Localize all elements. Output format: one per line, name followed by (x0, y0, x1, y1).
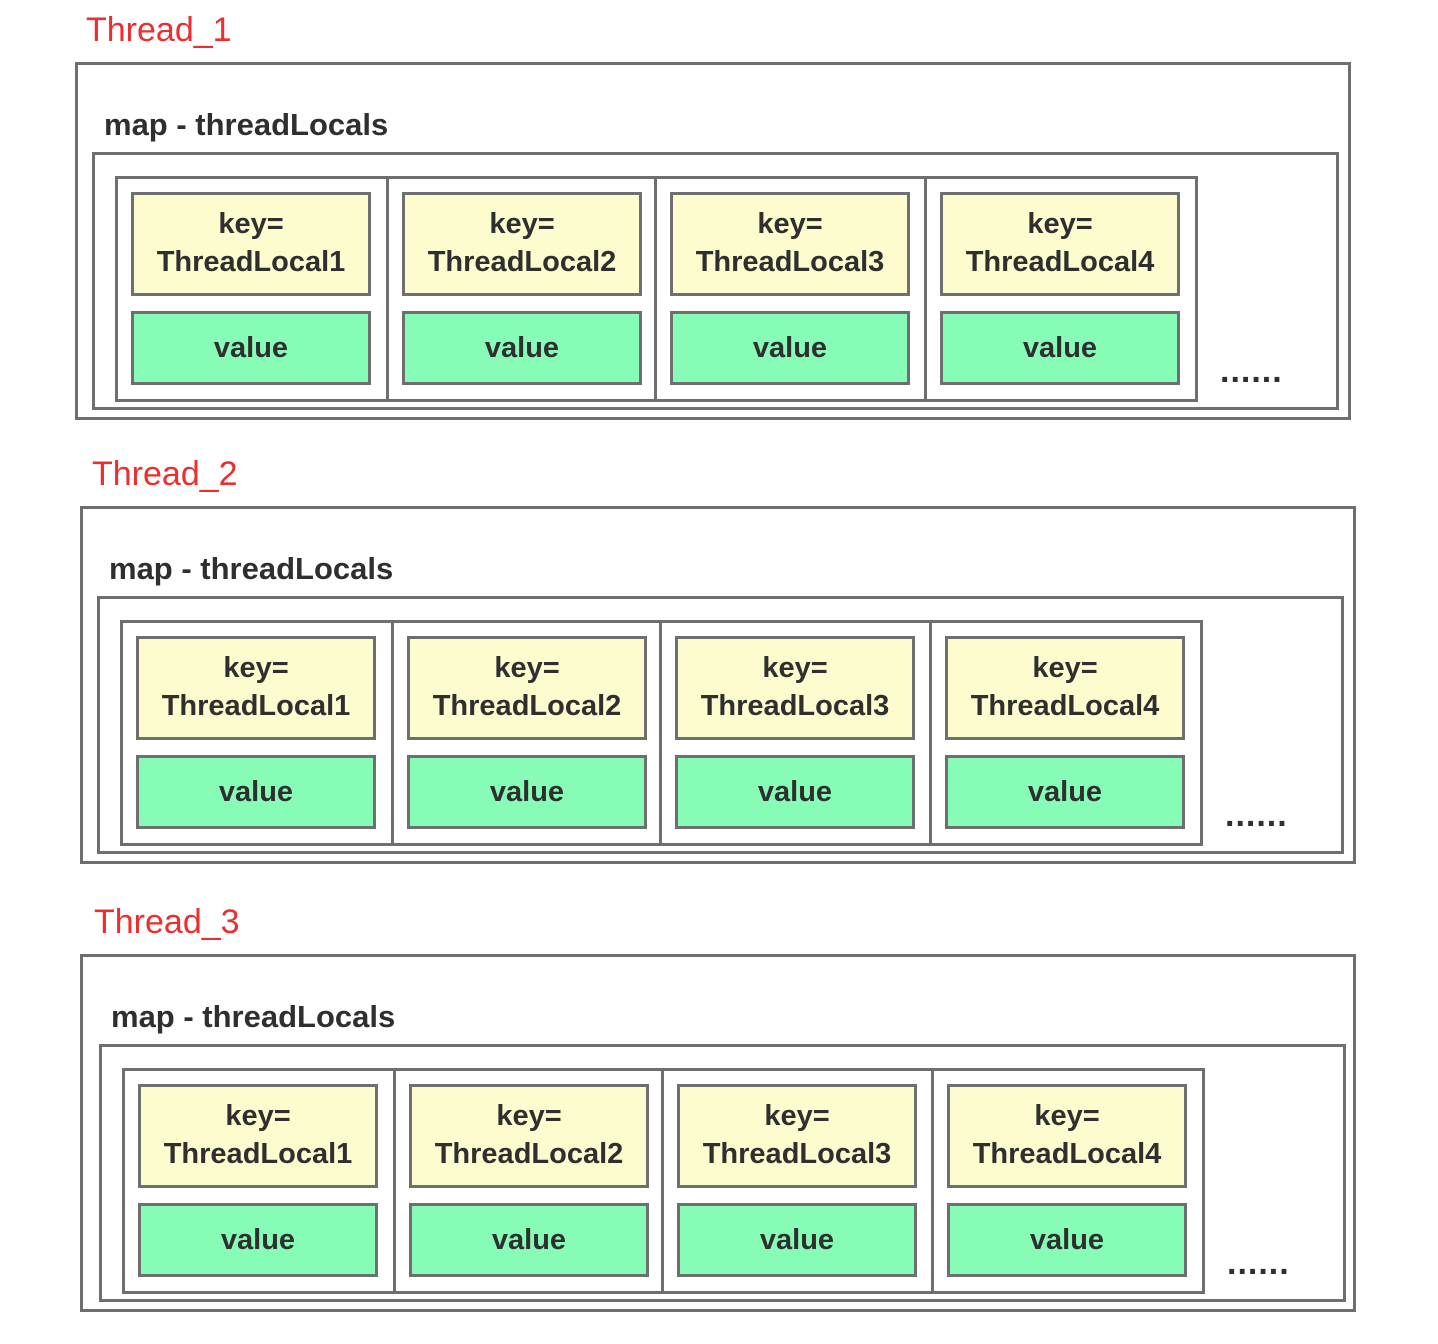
thread-title: Thread_2 (92, 455, 238, 493)
entry-key: key= ThreadLocal1 (138, 1084, 378, 1188)
entry-key: key= ThreadLocal2 (402, 192, 642, 296)
entry-key: key= ThreadLocal1 (131, 192, 371, 296)
map-box: key= ThreadLocal1 value key= ThreadLocal… (92, 152, 1339, 410)
more-entries-ellipsis: ...... (1220, 352, 1283, 390)
entry-key: key= ThreadLocal3 (675, 636, 915, 740)
map-entry: key= ThreadLocal4 value (931, 1068, 1205, 1294)
entry-value: value (947, 1203, 1187, 1277)
map-label: map - threadLocals (109, 551, 394, 586)
map-entry: key= ThreadLocal3 value (659, 620, 933, 846)
key-prefix: key= (225, 1100, 291, 1132)
map-label: map - threadLocals (111, 999, 396, 1034)
entry-value: value (409, 1203, 649, 1277)
entry-value: value (402, 311, 642, 385)
map-entry: key= ThreadLocal3 value (654, 176, 928, 402)
thread-title: Thread_3 (94, 903, 240, 941)
key-prefix: key= (757, 208, 823, 240)
more-entries-ellipsis: ...... (1227, 1244, 1290, 1282)
map-label: map - threadLocals (104, 107, 389, 142)
map-entry: key= ThreadLocal4 value (929, 620, 1203, 846)
entry-key: key= ThreadLocal2 (407, 636, 647, 740)
map-entry: key= ThreadLocal1 value (115, 176, 389, 402)
entry-key: key= ThreadLocal4 (947, 1084, 1187, 1188)
key-name: ThreadLocal4 (965, 246, 1155, 278)
entry-value: value (670, 311, 910, 385)
key-prefix: key= (1032, 652, 1098, 684)
entry-key: key= ThreadLocal4 (945, 636, 1185, 740)
map-entry: key= ThreadLocal1 value (120, 620, 394, 846)
key-name: ThreadLocal3 (702, 1138, 892, 1170)
key-name: ThreadLocal2 (434, 1138, 624, 1170)
key-name: ThreadLocal2 (432, 690, 622, 722)
more-entries-ellipsis: ...... (1225, 796, 1288, 834)
entry-value: value (138, 1203, 378, 1277)
key-name: ThreadLocal3 (700, 690, 890, 722)
entry-key: key= ThreadLocal3 (670, 192, 910, 296)
key-prefix: key= (489, 208, 555, 240)
key-prefix: key= (1034, 1100, 1100, 1132)
entry-key: key= ThreadLocal2 (409, 1084, 649, 1188)
entry-key: key= ThreadLocal1 (136, 636, 376, 740)
map-entry: key= ThreadLocal1 value (122, 1068, 396, 1294)
key-prefix: key= (1027, 208, 1093, 240)
key-prefix: key= (496, 1100, 562, 1132)
map-entry: key= ThreadLocal2 value (386, 176, 660, 402)
thread-box: map - threadLocals key= ThreadLocal1 val… (80, 954, 1356, 1312)
map-entry: key= ThreadLocal4 value (924, 176, 1198, 402)
entry-value: value (675, 755, 915, 829)
map-entry: key= ThreadLocal2 value (393, 1068, 667, 1294)
entry-key: key= ThreadLocal4 (940, 192, 1180, 296)
entry-value: value (940, 311, 1180, 385)
entry-value: value (131, 311, 371, 385)
key-name: ThreadLocal1 (163, 1138, 353, 1170)
key-prefix: key= (218, 208, 284, 240)
thread-1-group: Thread_1 map - threadLocals key= ThreadL… (0, 0, 1438, 440)
entry-value: value (136, 755, 376, 829)
map-entry: key= ThreadLocal2 value (391, 620, 665, 846)
thread-3-group: Thread_3 map - threadLocals key= ThreadL… (0, 892, 1438, 1332)
key-name: ThreadLocal1 (161, 690, 351, 722)
thread-2-group: Thread_2 map - threadLocals key= ThreadL… (0, 444, 1438, 884)
key-name: ThreadLocal3 (695, 246, 885, 278)
key-name: ThreadLocal1 (156, 246, 346, 278)
key-prefix: key= (762, 652, 828, 684)
thread-box: map - threadLocals key= ThreadLocal1 val… (75, 62, 1351, 420)
entry-value: value (945, 755, 1185, 829)
map-box: key= ThreadLocal1 value key= ThreadLocal… (99, 1044, 1346, 1302)
key-name: ThreadLocal2 (427, 246, 617, 278)
key-prefix: key= (223, 652, 289, 684)
key-name: ThreadLocal4 (972, 1138, 1162, 1170)
thread-title: Thread_1 (86, 11, 232, 49)
key-name: ThreadLocal4 (970, 690, 1160, 722)
map-box: key= ThreadLocal1 value key= ThreadLocal… (97, 596, 1344, 854)
key-prefix: key= (494, 652, 560, 684)
entry-value: value (407, 755, 647, 829)
entry-key: key= ThreadLocal3 (677, 1084, 917, 1188)
thread-box: map - threadLocals key= ThreadLocal1 val… (80, 506, 1356, 864)
map-entry: key= ThreadLocal3 value (661, 1068, 935, 1294)
entry-value: value (677, 1203, 917, 1277)
key-prefix: key= (764, 1100, 830, 1132)
